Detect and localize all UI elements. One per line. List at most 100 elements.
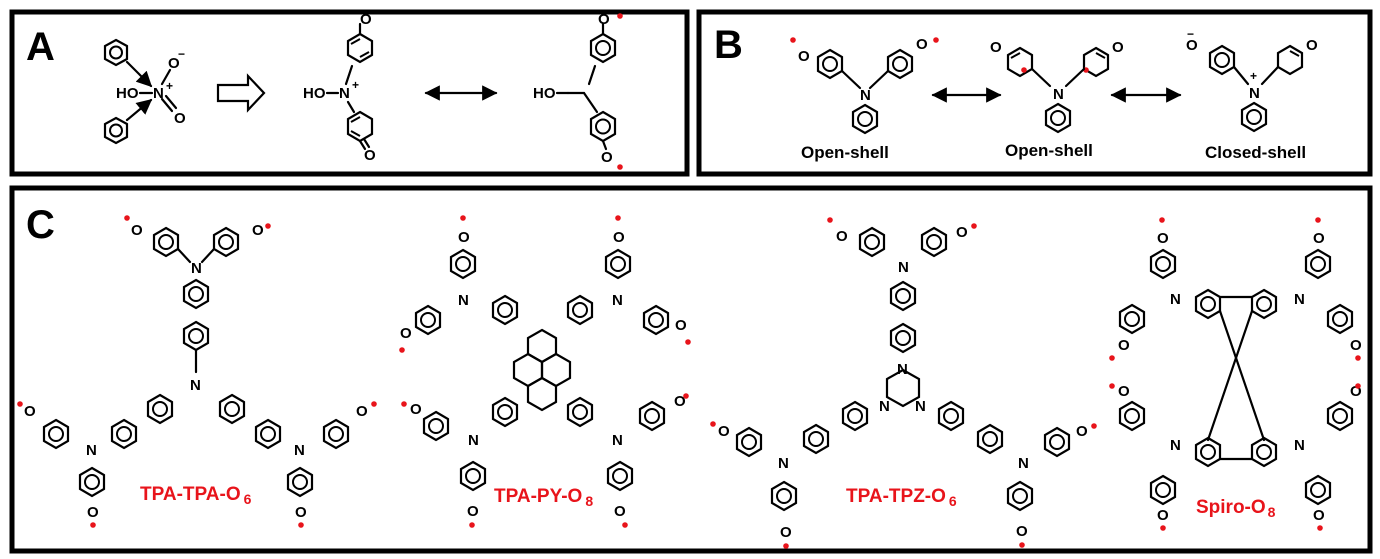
atom-n: N [191, 260, 202, 277]
panel-c-label: C [26, 203, 55, 247]
atom-n: N [86, 442, 97, 459]
panel-b-structures: O O N Open-shell O O [790, 27, 1318, 162]
caption-open-shell-1: Open-shell [801, 143, 889, 162]
atom-o: O [1076, 423, 1088, 440]
phenyl-ring-top [103, 38, 129, 67]
radical-dot [1021, 67, 1027, 73]
atom-o: O [718, 423, 730, 440]
radical-dot [17, 401, 23, 407]
atom-o: O [990, 39, 1002, 56]
atom-o: O [1306, 37, 1318, 54]
atom-o: O [598, 11, 610, 28]
radical-dot [90, 522, 96, 528]
atom-n: N [1018, 455, 1029, 472]
charge-minus: − [178, 47, 185, 61]
radical-dot [265, 223, 271, 229]
panel-a-frame [9, 9, 690, 177]
charge-plus: + [1250, 69, 1257, 83]
atom-o: O [956, 224, 968, 241]
atom-n: N [879, 398, 890, 415]
atom-ho: HO [116, 85, 139, 102]
atom-o: O [1186, 37, 1198, 54]
radical-dot [617, 164, 623, 170]
atom-o: O [1157, 230, 1169, 247]
atom-o: O [1016, 523, 1028, 540]
charge-minus: − [370, 4, 377, 18]
panel-c-structures: O O N N N O [17, 215, 1362, 549]
atom-o: O [356, 403, 368, 420]
radical-dot [1317, 525, 1323, 531]
radical-dot [685, 339, 691, 345]
atom-o: O [916, 36, 928, 53]
molecule-tpa-tpz: O O N N N N N O [710, 217, 1097, 549]
atom-n: N [612, 432, 623, 449]
radical-dot [371, 401, 377, 407]
radical-dot [622, 522, 628, 528]
atom-o: O [467, 503, 479, 520]
atom-o: O [613, 229, 625, 246]
radical-dot [460, 215, 466, 221]
radical-dot [710, 421, 716, 427]
atom-o: O [24, 403, 36, 420]
caption-closed-shell: Closed-shell [1205, 143, 1306, 162]
atom-n: N [1170, 291, 1181, 308]
atom-n: N [468, 432, 479, 449]
panel-b-label: B [714, 23, 743, 67]
open-shell-structure-1: O O N Open-shell [790, 36, 939, 162]
atom-o: O [1350, 337, 1362, 354]
atom-o: O [1118, 383, 1130, 400]
resonance-structure-1: O − HO N + O [303, 4, 377, 164]
atom-o: O [1112, 39, 1124, 56]
radical-dot [1355, 355, 1361, 361]
charge-minus: − [1187, 27, 1194, 41]
panel-a-structures: HO N + O − O O − HO N + [103, 4, 623, 170]
atom-n: N [458, 292, 469, 309]
atom-o: O [168, 55, 180, 72]
radical-dot [827, 217, 833, 223]
atom-o: O [410, 401, 422, 418]
atom-n: N [1249, 85, 1260, 102]
atom-ho: HO [533, 85, 556, 102]
atom-o: O [780, 524, 792, 541]
atom-n: N [1170, 437, 1181, 454]
atom-o: O [798, 48, 810, 65]
radical-dot [401, 401, 407, 407]
atom-n: N [612, 292, 623, 309]
atom-n: N [897, 361, 908, 378]
atom-o: O [458, 229, 470, 246]
charge-plus: + [352, 78, 359, 92]
atom-n: N [1294, 437, 1305, 454]
radical-dot [933, 37, 939, 43]
atom-n: N [1053, 86, 1064, 103]
panel-a-label: A [26, 25, 55, 69]
molecule-tpa-tpa: O O N N N O [17, 215, 377, 528]
closed-shell-structure: O − O N + Closed-shell [1186, 27, 1318, 162]
atom-n: N [190, 377, 201, 394]
radical-dot [1160, 525, 1166, 531]
atom-o: O [1313, 230, 1325, 247]
atom-n: N [778, 455, 789, 472]
radical-dot [683, 393, 689, 399]
phenyl-ring-bottom [103, 116, 129, 145]
radical-dot [469, 522, 475, 528]
molecule-tpa-py: O O N N O O [399, 215, 691, 528]
radical-dot [971, 223, 977, 229]
radical-dot [1109, 355, 1115, 361]
atom-o: O [1313, 507, 1325, 524]
atom-ho: HO [303, 85, 326, 102]
panel-b-frame [696, 9, 1373, 177]
radical-dot [1109, 383, 1115, 389]
atom-o: O [614, 503, 626, 520]
open-shell-structure-2: O O N Open-shell [990, 39, 1124, 160]
atom-o: O [360, 11, 372, 28]
atom-n: N [898, 259, 909, 276]
radical-dot [1159, 217, 1165, 223]
radical-dot [1315, 217, 1321, 223]
atom-n: N [915, 398, 926, 415]
atom-o: O [601, 149, 613, 166]
atom-o: O [836, 228, 848, 245]
